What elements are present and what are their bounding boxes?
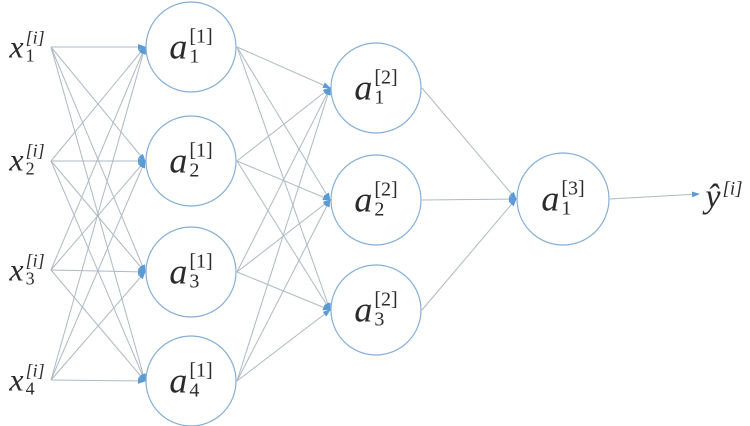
edges-hidden1-to-hidden2 (236, 46, 331, 382)
neuron-circle-a1-1 (145, 1, 237, 93)
connection-line (236, 46, 331, 201)
connection-line (609, 191, 700, 200)
input-label-x1: x [i] 1 (9, 27, 45, 66)
connection-line (236, 87, 331, 162)
connection-line (50, 46, 146, 271)
neuron-label-a4-1: a [1] 4 (169, 359, 213, 402)
connection-line (50, 377, 146, 384)
connection-line (421, 198, 517, 311)
neuron-label-a2-1: a [1] 2 (169, 139, 213, 182)
connection-line (50, 46, 146, 162)
neuron-label-a3-2: a [2] 3 (354, 288, 398, 331)
input-label-x3: x [i] 3 (9, 250, 45, 289)
connection-line (50, 160, 146, 381)
connection-line (236, 87, 331, 273)
connection-line (421, 196, 517, 203)
connection-line (236, 309, 331, 382)
neuron-label-a1-1: a [1] 1 (169, 25, 213, 68)
connection-line (50, 46, 146, 381)
input-label-x4: x [i] 4 (9, 360, 45, 399)
neuron-circle-a4-1 (145, 335, 237, 426)
input-label-x2: x [i] 2 (9, 140, 45, 179)
connection-line (236, 199, 331, 382)
prediction-label: ŷ [i] (705, 178, 743, 215)
connection-line (50, 160, 146, 273)
edges-hidden2-to-output (421, 87, 517, 311)
neuron-label-a1-2: a [2] 1 (354, 66, 398, 109)
connection-line (50, 271, 146, 381)
neuron-circle-a3-2 (330, 264, 422, 356)
connection-line (236, 46, 331, 89)
connection-line (236, 87, 331, 382)
neuron-circle-a1-3 (516, 152, 610, 246)
neuron-circle-a3-1 (145, 226, 237, 318)
edge-output-to-prediction (609, 191, 700, 200)
neuron-label-a2-2: a [2] 2 (354, 178, 398, 221)
neuron-label-a3-1: a [1] 3 (169, 250, 213, 293)
neuron-circle-a1-2 (330, 42, 422, 134)
neuron-circles (145, 1, 610, 426)
connection-line (236, 46, 331, 311)
connection-line (421, 87, 517, 200)
edges-input-to-hidden1 (50, 44, 146, 384)
connection-line (50, 160, 146, 271)
neuron-circle-a2-2 (330, 154, 422, 246)
neuron-label-a1-3: a [3] 1 (541, 177, 585, 220)
neuron-circle-a2-1 (145, 115, 237, 207)
